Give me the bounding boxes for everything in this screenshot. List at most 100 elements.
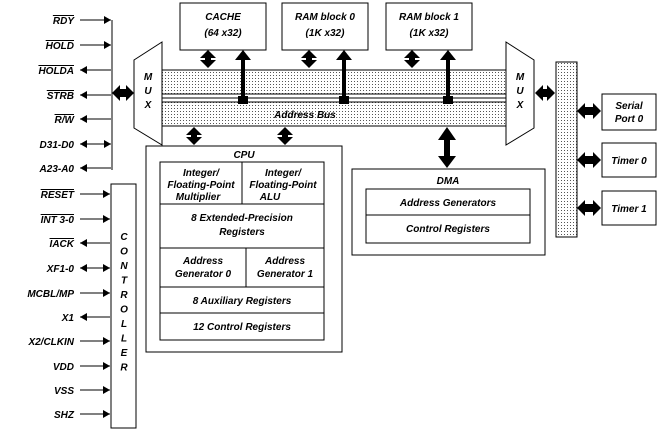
mux-left-letter: X: [144, 100, 153, 111]
signal-d31: D31-D0: [40, 140, 111, 151]
signal-label-vss: VSS: [54, 386, 74, 397]
signal-vss: VSS: [54, 386, 110, 397]
mux-left-letter: U: [144, 86, 152, 97]
controller-letter: E: [121, 348, 128, 359]
data-bus: [161, 69, 507, 95]
signal-strb: STRB: [47, 91, 111, 102]
cache-data-arrow: [200, 50, 216, 68]
signal-hold: HOLD: [46, 41, 111, 52]
cpu-data-arrow: [186, 127, 202, 145]
ram1-title: RAM block 1: [399, 12, 459, 23]
dma-address-generators: Address Generators: [399, 198, 497, 209]
cpu-address-arrow: [277, 127, 293, 145]
address-bus-label: Address Bus: [273, 110, 336, 121]
ram0-title: RAM block 0: [295, 12, 355, 23]
serial-port-line-2: Port 0: [615, 114, 644, 125]
controller-letter: R: [120, 290, 128, 301]
alu-line-3: ALU: [259, 192, 281, 203]
ram0-address-arrow: [336, 50, 352, 104]
cache-address-arrow: [235, 50, 251, 104]
mux-left: MUX: [133, 41, 163, 146]
signal-x2: X2/CLKIN: [27, 337, 110, 348]
timer0-arrow: [577, 152, 601, 168]
signal-mcbl: MCBL/MP: [27, 289, 110, 300]
peripheral-arrows: [577, 103, 601, 216]
dma-title: DMA: [437, 176, 460, 187]
multiplier-line-3: Multiplier: [176, 192, 222, 203]
signal-iack: IACK: [50, 239, 110, 250]
alu-line-1: Integer/: [265, 168, 302, 179]
signal-label-x1: X1: [61, 313, 75, 324]
cache-size: (64 x32): [204, 28, 242, 39]
timer1-arrow: [577, 200, 601, 216]
addr-gen1-line-1: Address: [264, 256, 305, 267]
signal-label-xf: XF1-0: [46, 264, 75, 275]
signal-label-mcbl: MCBL/MP: [27, 289, 74, 300]
ram1-data-arrow: [404, 50, 420, 68]
signal-label-a23: A23-A0: [39, 164, 75, 175]
cache-block: CACHE (64 x32): [179, 2, 267, 51]
timer1-label: Timer 1: [611, 204, 647, 215]
ram0-data-arrow: [301, 50, 317, 68]
controller-letter: R: [120, 363, 128, 374]
addr-gen1-line-2: Generator 1: [257, 269, 314, 280]
signal-label-int: INT 3-0: [41, 215, 75, 226]
signal-vdd: VDD: [53, 362, 110, 373]
multiplier-line-1: Integer/: [183, 168, 220, 179]
aux-regs: 8 Auxiliary Registers: [193, 296, 292, 307]
ext-regs-line-1: 8 Extended-Precision: [191, 213, 293, 224]
ram-block-0: RAM block 0 (1K x32): [281, 2, 369, 51]
cpu-block: CPU Integer/ Floating-Point Multiplier I…: [145, 145, 343, 353]
address-bus: [161, 101, 507, 127]
dma-bus-arrow: [438, 127, 456, 168]
alu-line-2: Floating-Point: [249, 180, 317, 191]
controller-letter: O: [120, 305, 128, 316]
signal-a23: A23-A0: [39, 164, 111, 175]
mux-left-letter: M: [144, 72, 153, 83]
mux-right-letter: M: [516, 72, 525, 83]
controller-letter: L: [121, 334, 127, 345]
serial-port-arrow: [577, 103, 601, 119]
mux-right-letter: U: [516, 86, 524, 97]
mux-right: MUX: [505, 41, 535, 146]
signal-label-iack: IACK: [50, 239, 75, 250]
timer0-block: Timer 0: [601, 142, 657, 178]
signal-label-shz: SHZ: [54, 410, 75, 421]
cache-title: CACHE: [205, 12, 241, 23]
signal-label-x2: X2/CLKIN: [27, 337, 74, 348]
signal-label-rdy: RDY: [53, 16, 75, 27]
controller-letter: T: [121, 276, 128, 287]
controller-letter: C: [120, 232, 128, 243]
signal-label-reset: RESET: [41, 190, 75, 201]
cpu-title: CPU: [233, 150, 255, 161]
signal-label-rw: R/W: [55, 115, 76, 126]
multiplier-line-2: Floating-Point: [167, 180, 235, 191]
controller-letter: N: [120, 261, 128, 272]
signal-label-holda: HOLDA: [38, 66, 74, 77]
serial-port-block: Serial Port 0: [601, 93, 657, 131]
controller-letter: L: [121, 319, 127, 330]
ext-regs-line-2: Registers: [219, 227, 265, 238]
signal-holda: HOLDA: [38, 66, 111, 77]
mux-right-letter: X: [516, 100, 525, 111]
mux-right-link-arrow: [535, 85, 555, 101]
signal-rdy: RDY: [53, 16, 111, 27]
signal-shz: SHZ: [54, 410, 110, 421]
controller-letter: O: [120, 247, 128, 258]
mux-left-link-arrow: [112, 85, 134, 101]
dma-block: DMA Address Generators Control Registers: [351, 168, 546, 256]
dma-control-registers: Control Registers: [406, 224, 490, 235]
memory-bus-arrows: [200, 50, 456, 104]
timer1-block: Timer 1: [601, 190, 657, 226]
serial-port-line-1: Serial: [615, 101, 642, 112]
control-regs: 12 Control Registers: [193, 322, 291, 333]
signal-x1: X1: [61, 313, 110, 324]
peripheral-bus: [555, 61, 578, 238]
addr-gen0-line-1: Address: [182, 256, 223, 267]
ram0-size: (1K x32): [306, 28, 346, 39]
cpu-bus-arrows: [186, 127, 456, 168]
